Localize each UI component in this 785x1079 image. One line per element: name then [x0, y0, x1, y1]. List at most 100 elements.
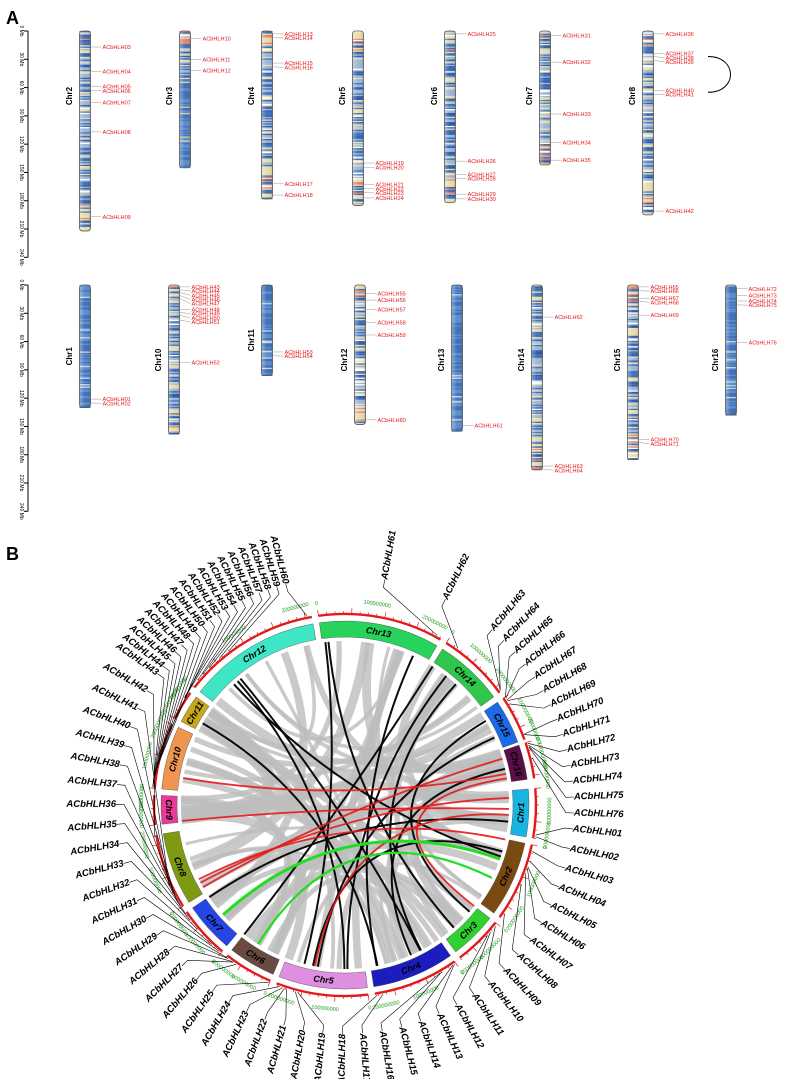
gene-label: ACbHLH02 — [103, 401, 131, 407]
scale-tick-label: 120 Mb — [18, 390, 24, 407]
scale-label: 0 — [262, 990, 267, 997]
gene-label: ACbHLH38 — [69, 751, 121, 771]
gene-label: ACbHLH75 — [573, 790, 625, 803]
chromosome-map: Chr2ACbHLH03ACbHLH04ACbHLH05ACbHLH06ACbH… — [65, 30, 777, 474]
scale-label: 0 — [534, 736, 541, 741]
chromosome-block-chr1 — [510, 788, 530, 838]
gene-label: ACbHLH18 — [285, 193, 313, 199]
gene-label: ACbHLH02 — [568, 843, 620, 864]
gene-label: ACbHLH52 — [192, 360, 220, 366]
chromosome-block-chr6 — [231, 937, 280, 975]
chromosome-block-chr9 — [160, 795, 179, 825]
gene-label: ACbHLH72 — [749, 287, 777, 293]
chromosome-axis — [276, 982, 369, 998]
scale-tick-label: 30 Mb — [18, 306, 24, 320]
gene-label: ACbHLH19 — [312, 1032, 328, 1079]
scale-tick-label: 60 Mb — [18, 335, 24, 349]
synteny-link — [183, 773, 507, 792]
chromosome-label: Chr6 — [430, 86, 439, 105]
scale-tick-label: 180 Mb — [18, 446, 24, 463]
gene-label: ACbHLH12 — [203, 69, 231, 75]
gene-label: ACbHLH60 — [378, 418, 406, 424]
gene-label: ACbHLH36 — [65, 799, 116, 810]
scale-label: 200000000 — [540, 759, 550, 787]
chromosome-label: Chr13 — [365, 625, 392, 640]
chromosome-axis — [318, 612, 442, 641]
synteny-link — [346, 675, 448, 969]
scale-label: 0 — [182, 677, 189, 683]
synteny-link — [296, 819, 509, 963]
synteny-link — [181, 641, 342, 801]
scale-tick-label: 210 Mb — [18, 475, 24, 492]
synteny-link — [243, 665, 434, 936]
gene-label: ACbHLH49 — [192, 312, 220, 318]
scale-label: 0 — [210, 959, 216, 966]
scale-label: 0 — [503, 928, 510, 934]
scale-tick-label: 90 Mb — [18, 363, 24, 377]
synteny-link — [222, 839, 501, 916]
synteny-link — [185, 825, 501, 860]
scale-label: 0 — [315, 601, 319, 607]
chromosome-chr15: Chr15ACbHLH65ACbHLH66ACbHLH67ACbHLH68ACb… — [613, 284, 679, 460]
gene-label: ACbHLH50 — [192, 316, 220, 322]
scale-label: 200000000 — [506, 905, 526, 931]
scale-label: 0 — [450, 629, 456, 636]
gene-label: ACbHLH17 — [285, 182, 313, 188]
gene-label: ACbHLH44 — [192, 289, 220, 295]
gene-label: ACbHLH19 — [376, 161, 404, 167]
synteny-link — [181, 807, 509, 822]
scale-label: 200000000 — [139, 784, 146, 812]
gene-label: ACbHLH24 — [376, 196, 404, 202]
gene-label: ACbHLH32 — [563, 60, 591, 66]
gene-label: ACbHLH30 — [468, 197, 496, 203]
gene-label: ACbHLH37 — [666, 52, 694, 58]
gene-label: ACbHLH20 — [288, 1028, 308, 1079]
scale-tick-label: 30 Mb — [18, 52, 24, 66]
gene-label: ACbHLH40 — [666, 88, 694, 94]
gene-label: ACbHLH31 — [563, 34, 591, 40]
scale-label: 200000000 — [372, 1000, 400, 1011]
gene-label: ACbHLH42 — [666, 209, 694, 215]
gene-label: ACbHLH62 — [555, 315, 583, 321]
chromosome-label: Chr5 — [313, 973, 336, 986]
chromosome-block-chr2 — [480, 839, 526, 914]
gene-label: ACbHLH15 — [396, 1025, 419, 1077]
synteny-link — [224, 865, 305, 955]
chromosome-chr5: Chr5ACbHLH19ACbHLH20ACbHLH21ACbHLH22ACbH… — [338, 30, 404, 206]
chromosome-block-chr10 — [161, 726, 194, 791]
synteny-link — [314, 813, 509, 967]
gene-label: ACbHLH76 — [749, 341, 777, 347]
gene-label: ACbHLH33 — [73, 858, 125, 882]
gene-label: ACbHLH48 — [192, 308, 220, 314]
chromosome-label: Chr16 — [711, 348, 720, 371]
chromosome-block-chr16 — [503, 744, 528, 782]
scale-label: 0 — [140, 786, 146, 790]
synteny-link — [365, 655, 414, 967]
scale-label: 0 — [542, 846, 549, 850]
gene-label: ACbHLH07 — [103, 101, 131, 107]
chromosome-chr10: Chr10ACbHLH43ACbHLH44ACbHLH45ACbHLH46ACb… — [154, 284, 220, 435]
gene-label: ACbHLH53 — [285, 350, 313, 356]
gene-label: ACbHLH59 — [378, 333, 406, 339]
gene-label: ACbHLH09 — [103, 215, 131, 221]
chromosome-axis — [374, 960, 456, 995]
gene-label: ACbHLH58 — [378, 321, 406, 327]
chromosome-label: Chr11 — [247, 329, 256, 352]
gene-label: ACbHLH46 — [192, 297, 220, 303]
scale-tick-label: 120 Mb — [18, 136, 24, 153]
scale-label: 200000000 — [267, 993, 295, 1007]
synteny-link — [257, 851, 493, 945]
scale-tick-label: 210 Mb — [18, 221, 24, 238]
chromosome-label: Chr8 — [628, 86, 637, 105]
gene-label: ACbHLH21 — [265, 1024, 289, 1076]
gene-label: ACbHLH33 — [563, 112, 591, 118]
chromosome-axis — [531, 788, 538, 839]
gene-label: ACbHLH21 — [376, 183, 404, 189]
gene-label: ACbHLH62 — [440, 552, 472, 603]
gene-label: ACbHLH23 — [376, 191, 404, 197]
gene-label: ACbHLH56 — [378, 298, 406, 304]
scale-label: 0 — [161, 710, 168, 715]
